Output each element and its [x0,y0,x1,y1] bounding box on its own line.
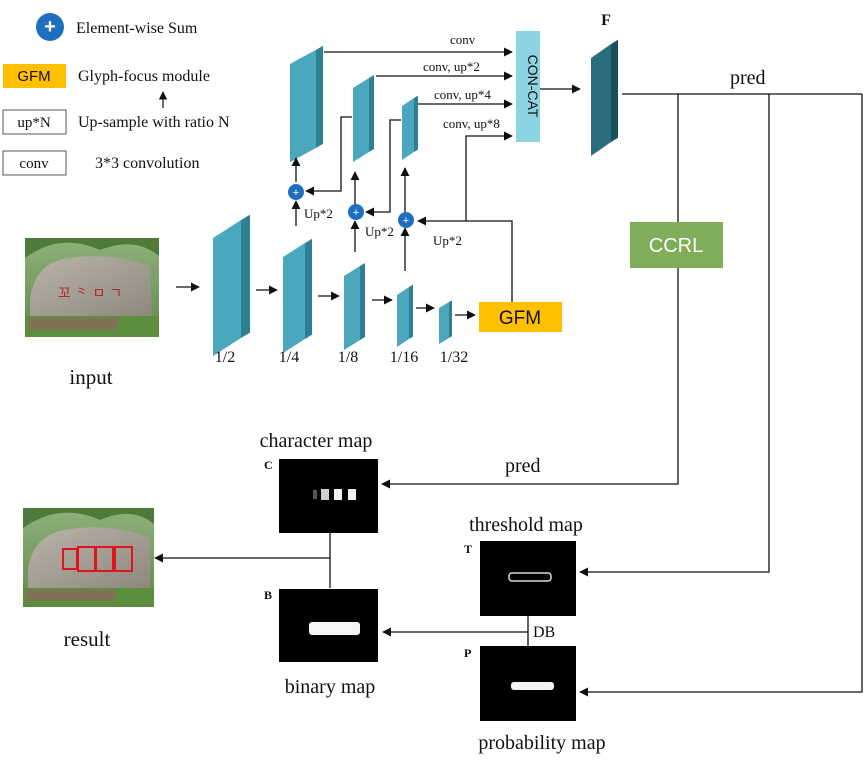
db-label: DB [533,624,555,641]
threshold-ring [508,572,552,582]
sum-icon-symbol: + [293,187,299,199]
result-label: result [64,627,111,651]
scale-label: 1/2 [215,349,235,366]
threshold-map [480,541,576,616]
feature-blocks [213,39,618,356]
concat-path-label: conv, up*8 [443,116,500,131]
legend-conv-box [2,150,67,176]
binary-map-tag: B [264,588,272,602]
concat-path-label: conv, up*2 [423,59,480,74]
up-label: Up*2 [365,224,394,239]
legend-up-box-text: up*N [17,115,51,131]
probability-map-title: probability map [478,732,605,754]
sum-icon-symbol: + [403,215,409,227]
fpn-block [402,95,418,160]
legend-up-label: Up-sample with ratio N [78,114,230,131]
backbone-block [439,300,452,344]
detection-boxes [62,546,133,572]
concat-block [516,31,540,142]
legend-conv-box-text: conv [19,156,49,172]
sum-icon [348,204,364,220]
ccrl-module [630,222,723,268]
pred-label-top: pred [730,67,766,89]
legend-conv-label: 3*3 convolution [95,155,199,172]
fpn-connections [291,47,581,302]
scale-label: 1/4 [279,349,299,366]
gfm-module [479,302,562,332]
concat-path-label: conv, up*4 [434,87,491,102]
character-map-title: character map [260,430,373,452]
input-label: input [69,365,112,389]
concat-label: CON-CAT [525,55,541,118]
fpn-block [353,75,374,162]
concat-path-label: conv [450,32,476,47]
legend-gfm-label: Glyph-focus module [78,68,210,85]
scale-label: 1/32 [440,349,468,366]
up-label: Up*2 [304,206,333,221]
scale-labels: 1/2 1/4 1/8 1/16 1/32 [215,349,468,366]
legend-up-box [2,109,67,135]
backbone-block [283,238,312,353]
backbone-block [344,263,365,350]
sum-icon [288,184,304,200]
legend: + Element-wise Sum GFM Glyph-focus modul… [2,13,230,176]
ccrl-label: CCRL [649,235,703,257]
scale-label: 1/16 [390,349,418,366]
backbone-arrows [256,285,476,320]
fpn-block [290,45,323,162]
threshold-map-title: threshold map [469,514,583,536]
legend-gfm-box [3,64,66,88]
head-connections [154,93,863,697]
character-blobs [313,489,356,500]
binary-map-title: binary map [285,676,376,698]
result-image [23,508,154,607]
probability-text-region [511,682,554,690]
binary-text-region [309,622,360,635]
scale-label: 1/8 [338,349,358,366]
legend-sum-label: Element-wise Sum [76,20,198,37]
character-map-tag: C [264,458,273,472]
sum-icon [36,13,64,41]
feature-f-block [591,39,618,156]
probability-map-tag: P [464,646,471,660]
sum-icon-symbol: + [44,16,56,38]
rock-glyphs-icon: 꼬 ⺀ ㅁ ㄱ [58,285,122,301]
sum-icon [398,212,414,228]
input-image: 꼬 ⺀ ㅁ ㄱ [25,238,159,337]
feature-f-label: F [601,12,611,29]
backbone-block [397,284,413,347]
threshold-map-tag: T [464,542,472,556]
pred-label-mid: pred [505,455,541,477]
gfm-label: GFM [499,308,541,329]
up-label: Up*2 [433,233,462,248]
backbone-block [213,214,250,356]
legend-gfm-box-text: GFM [17,68,50,85]
sum-nodes: + + + [288,184,414,228]
sum-icon-symbol: + [353,207,359,219]
